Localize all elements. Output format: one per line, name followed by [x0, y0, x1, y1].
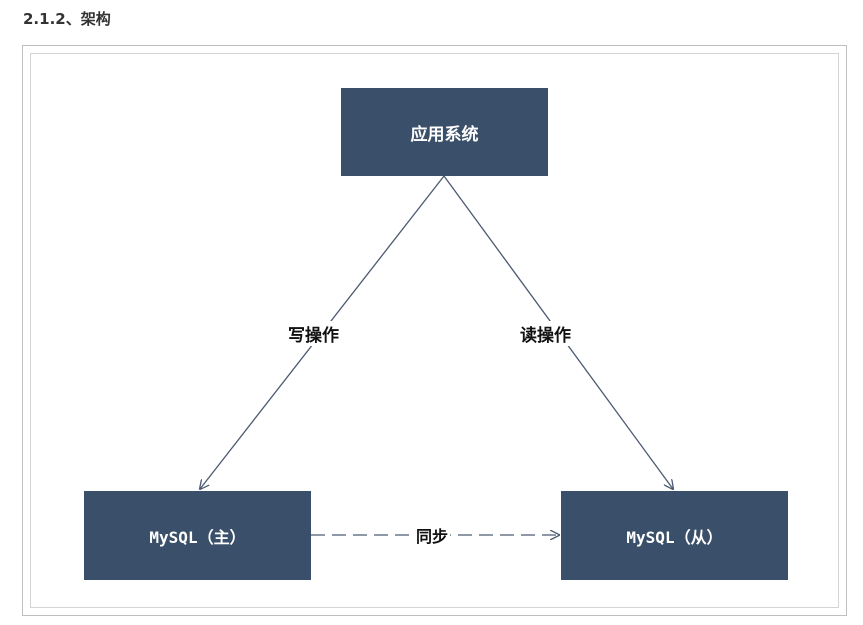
- mysql-slave-node: MySQL（从）: [561, 491, 788, 580]
- mysql-master-node: MySQL（主）: [84, 491, 311, 580]
- section-heading: 2.1.2、架构: [23, 10, 111, 28]
- read-operation-label: 读操作: [519, 321, 572, 346]
- app-system-node: 应用系统: [341, 88, 548, 176]
- sync-label: 同步: [414, 523, 451, 547]
- write-operation-label: 写操作: [287, 321, 340, 346]
- diagram-canvas: [30, 53, 839, 608]
